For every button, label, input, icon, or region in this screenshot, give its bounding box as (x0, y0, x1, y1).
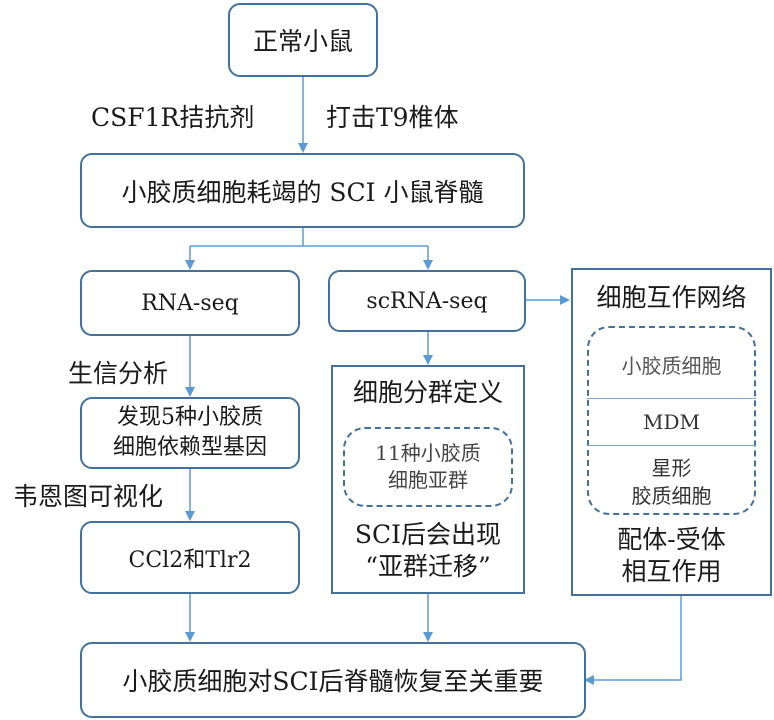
network-note-line1: 配体-受体 (617, 525, 726, 554)
node-found-genes: 发现5种小胶质 细胞依赖型基因 (80, 397, 300, 469)
node-scrnaseq-label: scRNA-seq (366, 288, 488, 314)
edge-label-bioinfo: 生信分析 (68, 359, 169, 388)
edge-label-venn: 韦恩图可视化 (13, 482, 164, 511)
node-genes: CCl2和Tlr2 (80, 521, 300, 594)
cell-type-mdm: MDM (643, 410, 700, 434)
node-genes-label: CCl2和Tlr2 (128, 547, 252, 573)
node-rnaseq-label: RNA-seq (141, 290, 239, 316)
arrow-network-to-conclusion (584, 596, 682, 685)
node-normal-mice-label: 正常小鼠 (252, 27, 353, 56)
panel-cluster-definition: 细胞分群定义 11种小胶质 细胞亚群 SCI后会出现 “亚群迁移” (331, 365, 525, 594)
divider-1 (587, 398, 756, 399)
network-note-line2: 相互作用 (621, 557, 722, 586)
panel-cell-network: 细胞互作网络 小胶质细胞 MDM 星形 胶质细胞 配体-受体 相互作用 (571, 268, 772, 596)
panel-network-title: 细胞互作网络 (596, 283, 747, 312)
cell-type-astrocyte: 星形 胶质细胞 (589, 454, 754, 510)
cluster-note: SCI后会出现 “亚群迁移” (333, 519, 523, 583)
cluster-subgroups-line1: 11种小胶质 (375, 441, 481, 465)
node-found-genes-line1: 发现5种小胶质 (116, 405, 263, 430)
edge-label-csf1r: CSF1R拮抗剂 (91, 103, 255, 132)
divider-2 (587, 445, 756, 446)
node-found-genes-line2: 细胞依赖型基因 (112, 435, 267, 460)
node-normal-mice: 正常小鼠 (228, 3, 378, 77)
node-conclusion-label: 小胶质细胞对SCI后脊髓恢复至关重要 (122, 667, 544, 696)
dashed-cluster-subgroups: 11种小胶质 细胞亚群 (343, 427, 513, 507)
edge-label-strike: 打击T9椎体 (326, 103, 459, 132)
panel-cluster-title: 细胞分群定义 (352, 378, 503, 407)
cluster-note-line2: “亚群迁移” (365, 552, 491, 581)
node-rnaseq: RNA-seq (80, 270, 300, 336)
cell-type-astrocyte-line2: 胶质细胞 (631, 484, 712, 508)
node-conclusion: 小胶质细胞对SCI后脊髓恢复至关重要 (80, 642, 586, 718)
network-note: 配体-受体 相互作用 (573, 524, 770, 588)
node-depleted-sci-label: 小胶质细胞耗竭的 SCI 小鼠脊髓 (121, 177, 484, 207)
cell-type-microglia: 小胶质细胞 (621, 354, 722, 378)
dashed-cell-types: 小胶质细胞 MDM 星形 胶质细胞 (587, 326, 756, 515)
cell-type-astrocyte-line1: 星形 (651, 456, 692, 480)
cluster-note-line1: SCI后会出现 (354, 520, 502, 549)
node-depleted-sci: 小胶质细胞耗竭的 SCI 小鼠脊髓 (80, 153, 525, 228)
node-scrnaseq: scRNA-seq (328, 270, 526, 332)
cluster-subgroups-line2: 细胞亚群 (387, 468, 468, 492)
